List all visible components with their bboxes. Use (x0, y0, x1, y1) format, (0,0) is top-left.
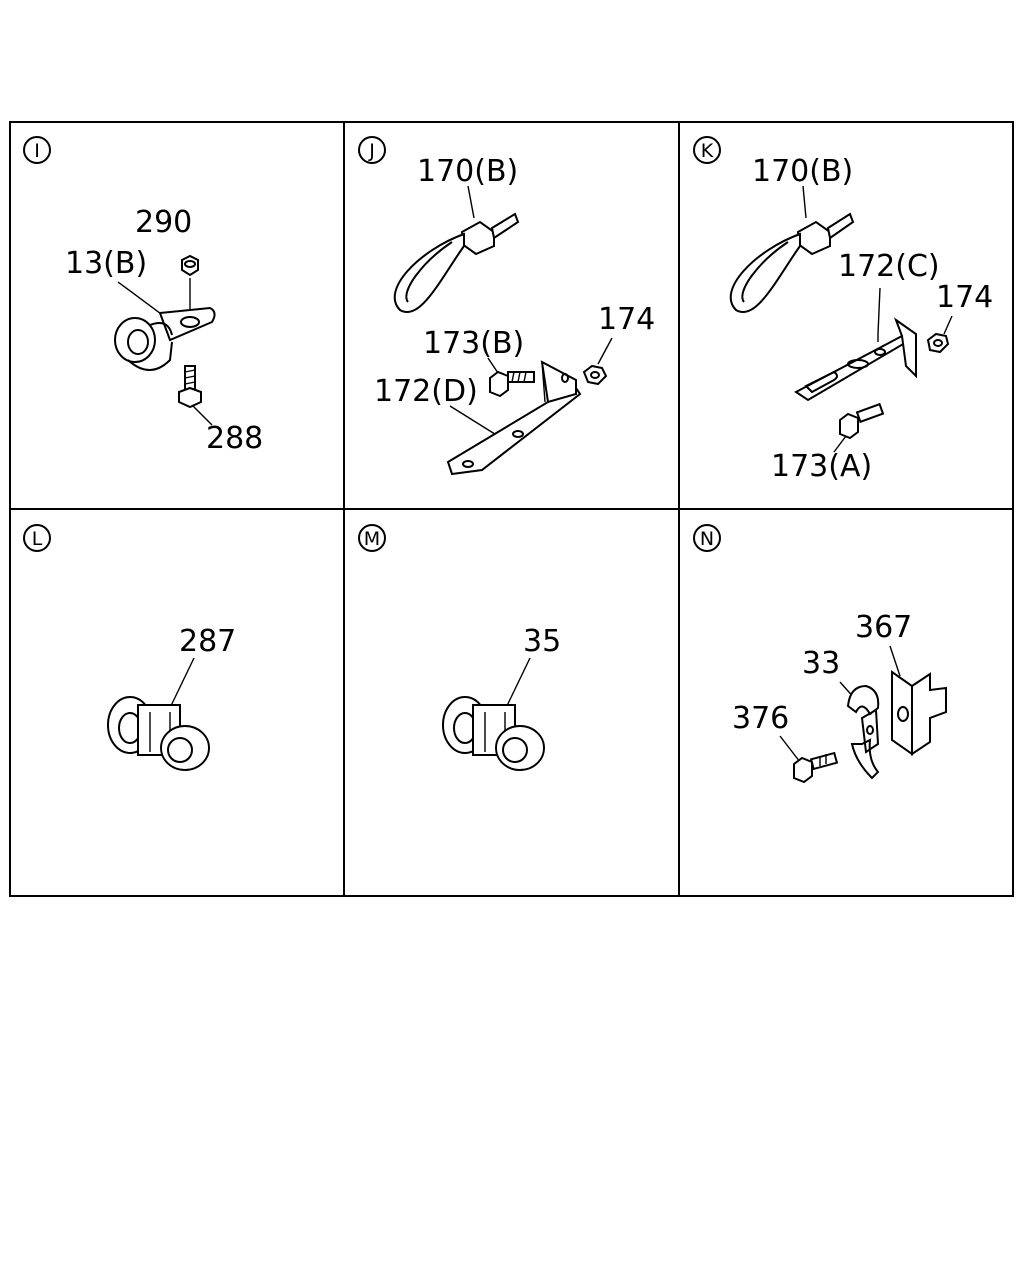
callout-170b-j: 170(B) (417, 154, 518, 189)
panel-marker-k (693, 136, 721, 164)
callout-288: 288 (206, 421, 263, 456)
panel-letter-i: I (34, 140, 40, 162)
callout-173b: 173(B) (423, 326, 524, 361)
panel-letter-m: M (364, 528, 380, 550)
callout-33: 33 (802, 646, 840, 681)
bolt-376-drawing (793, 751, 839, 784)
panel-marker-j (358, 136, 386, 164)
clip-13b-drawing (114, 306, 216, 371)
panel-m: M 35 (358, 524, 561, 771)
nut-174-k-drawing (926, 332, 950, 354)
callout-367: 367 (855, 610, 912, 645)
cable-tie-170b-k-drawing (729, 212, 855, 313)
panel-marker-m (358, 524, 386, 552)
callout-287: 287 (179, 624, 236, 659)
callout-174-k: 174 (936, 280, 993, 315)
panel-letter-n: N (700, 528, 714, 550)
bolt-173b-drawing (489, 370, 535, 398)
callout-172d: 172(D) (374, 374, 478, 409)
nut-290-drawing (181, 254, 199, 277)
panel-j: J 170(B) 173(B) 174 172(D) (358, 136, 655, 476)
callout-170b-k: 170(B) (752, 154, 853, 189)
callout-290: 290 (135, 205, 192, 240)
clamp-33-drawing (846, 684, 880, 780)
callout-174-j: 174 (598, 302, 655, 337)
bracket-172d-drawing (446, 360, 582, 476)
callout-35: 35 (523, 624, 561, 659)
bracket-367-drawing (891, 670, 947, 756)
callout-13b: 13(B) (65, 246, 147, 281)
cable-tie-170b-j-drawing (393, 212, 520, 313)
panel-letter-k: K (701, 140, 714, 162)
panel-marker-n (693, 524, 721, 552)
callout-376: 376 (732, 701, 789, 736)
panel-k: K 170(B) 172(C) 174 173(A) (693, 136, 993, 484)
panel-l: L 287 (23, 524, 236, 771)
bolt-288-drawing (178, 365, 202, 409)
callout-173a: 173(A) (771, 449, 872, 484)
panel-letter-l: L (32, 528, 43, 550)
callout-172c: 172(C) (838, 249, 940, 284)
panel-i: I 290 13(B) 288 (23, 136, 263, 456)
panel-marker-i (23, 136, 51, 164)
bolt-173a-drawing (839, 402, 885, 440)
clip-35-drawing (442, 696, 545, 771)
panel-n: N 367 33 376 (693, 524, 947, 784)
clip-287-drawing (107, 696, 210, 771)
panel-letter-j: J (368, 140, 375, 162)
panel-grid (9, 121, 1014, 897)
nut-174-j-drawing (582, 364, 608, 386)
panel-marker-l (23, 524, 51, 552)
bracket-172c-drawing (794, 317, 917, 402)
